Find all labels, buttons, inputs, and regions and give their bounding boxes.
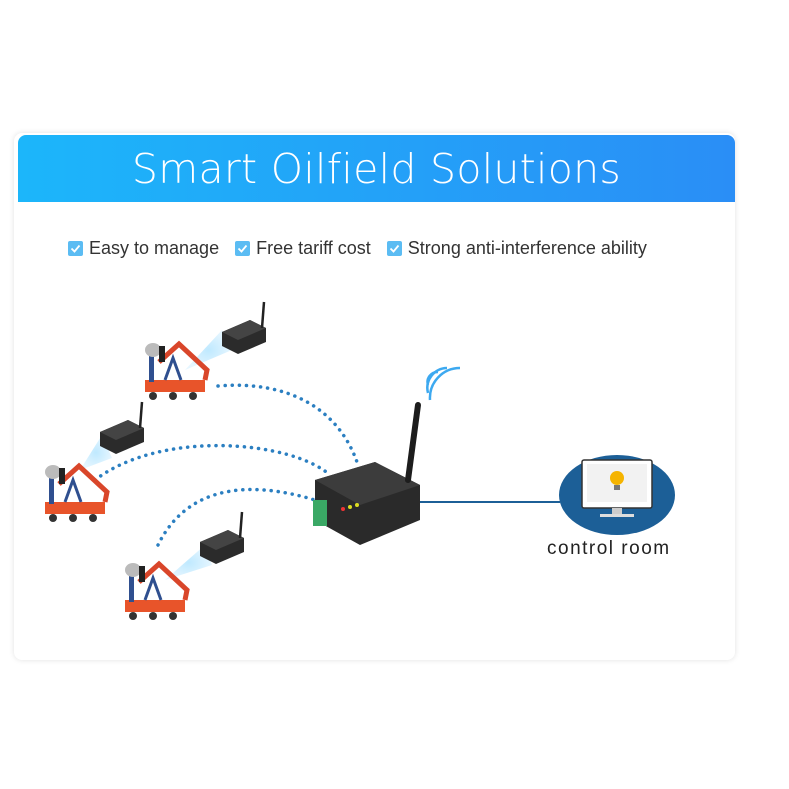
data-transceiver-device xyxy=(313,402,421,545)
feature-item: Free tariff cost xyxy=(235,238,371,259)
header-banner: Smart Oilfield Solutions xyxy=(18,135,735,202)
feature-label: Easy to manage xyxy=(89,238,220,258)
control-room-monitor xyxy=(559,455,675,535)
lightbulb-icon xyxy=(610,471,624,485)
checkbox-checked-icon xyxy=(68,241,83,256)
feature-item: Strong anti-interference ability xyxy=(386,238,647,259)
feature-item: Easy to manage xyxy=(68,238,219,259)
feature-label: Free tariff cost xyxy=(256,238,371,258)
checkbox-checked-icon xyxy=(235,241,251,256)
dotted-links xyxy=(93,383,360,547)
wifi-signal-icon xyxy=(426,366,461,401)
feature-label: Strong anti-interference ability xyxy=(407,238,647,258)
oil-pump-site xyxy=(125,510,246,620)
control-room-label: control room xyxy=(547,538,671,559)
checkbox-checked-icon xyxy=(386,241,402,256)
oil-pump-site xyxy=(145,300,268,400)
feature-list: Easy to manage Free tariff cost Strong a… xyxy=(68,238,647,259)
oil-pump-site xyxy=(45,400,146,522)
page-title: Smart Oilfield Solutions xyxy=(131,144,622,193)
